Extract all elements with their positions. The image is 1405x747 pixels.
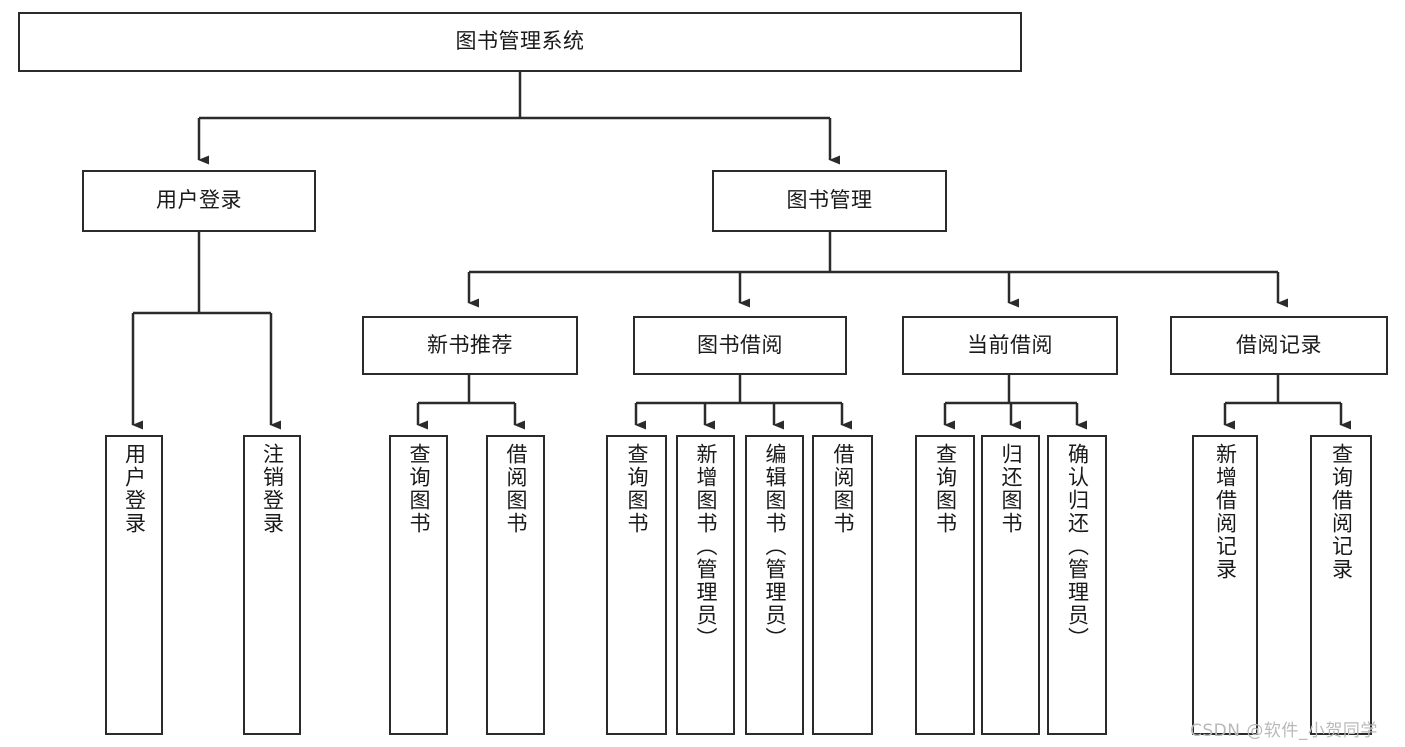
node-leaf-logout[interactable]: 注销登录 (243, 435, 301, 735)
node-label: 确认归还（管理员） (1065, 443, 1090, 650)
node-leaf-return-book[interactable]: 归还图书 (981, 435, 1040, 735)
node-leaf-edit-book-admin[interactable]: 编辑图书（管理员） (745, 435, 804, 735)
node-leaf-add-borrow-record[interactable]: 新增借阅记录 (1192, 435, 1258, 735)
node-leaf-add-book-admin[interactable]: 新增图书（管理员） (676, 435, 735, 735)
node-label: 用户登录 (156, 188, 242, 213)
node-label: 查询借阅记录 (1329, 443, 1354, 581)
node-label: 注销登录 (260, 443, 285, 535)
node-user-login[interactable]: 用户登录 (82, 170, 316, 232)
node-label: 用户登录 (122, 443, 147, 535)
node-label: 当前借阅 (967, 332, 1053, 357)
node-leaf-query-borrow-record[interactable]: 查询借阅记录 (1310, 435, 1372, 735)
node-label: 查询图书 (407, 443, 431, 535)
node-book-borrowing[interactable]: 图书借阅 (633, 316, 847, 375)
node-leaf-query-book-new[interactable]: 查询图书 (389, 435, 448, 735)
node-borrowing-record[interactable]: 借阅记录 (1170, 316, 1388, 375)
node-label: 借阅图书 (831, 443, 855, 535)
node-label: 图书管理 (786, 188, 873, 213)
node-label: 借阅记录 (1236, 332, 1322, 357)
node-label: 新增图书（管理员） (694, 443, 718, 650)
node-leaf-user-login[interactable]: 用户登录 (105, 435, 163, 735)
node-label: 编辑图书（管理员） (763, 443, 787, 650)
node-book-management[interactable]: 图书管理 (712, 170, 947, 232)
node-leaf-borrow-book[interactable]: 借阅图书 (812, 435, 873, 735)
node-label: 查询图书 (625, 443, 649, 535)
node-current-borrowing[interactable]: 当前借阅 (902, 316, 1118, 375)
node-label: 图书管理系统 (455, 29, 585, 54)
node-leaf-borrow-book-new[interactable]: 借阅图书 (486, 435, 545, 735)
node-leaf-query-book-current[interactable]: 查询图书 (915, 435, 975, 735)
node-leaf-confirm-return-admin[interactable]: 确认归还（管理员） (1047, 435, 1107, 735)
node-leaf-query-book-borrow[interactable]: 查询图书 (606, 435, 667, 735)
node-label: 图书借阅 (697, 332, 783, 357)
node-label: 新增借阅记录 (1213, 443, 1238, 581)
node-label: 新书推荐 (427, 332, 513, 357)
node-label: 借阅图书 (504, 443, 528, 535)
node-new-book-recommendation[interactable]: 新书推荐 (362, 316, 578, 375)
node-root-book-management-system[interactable]: 图书管理系统 (18, 12, 1022, 72)
node-label: 归还图书 (999, 443, 1023, 535)
node-label: 查询图书 (933, 443, 958, 535)
